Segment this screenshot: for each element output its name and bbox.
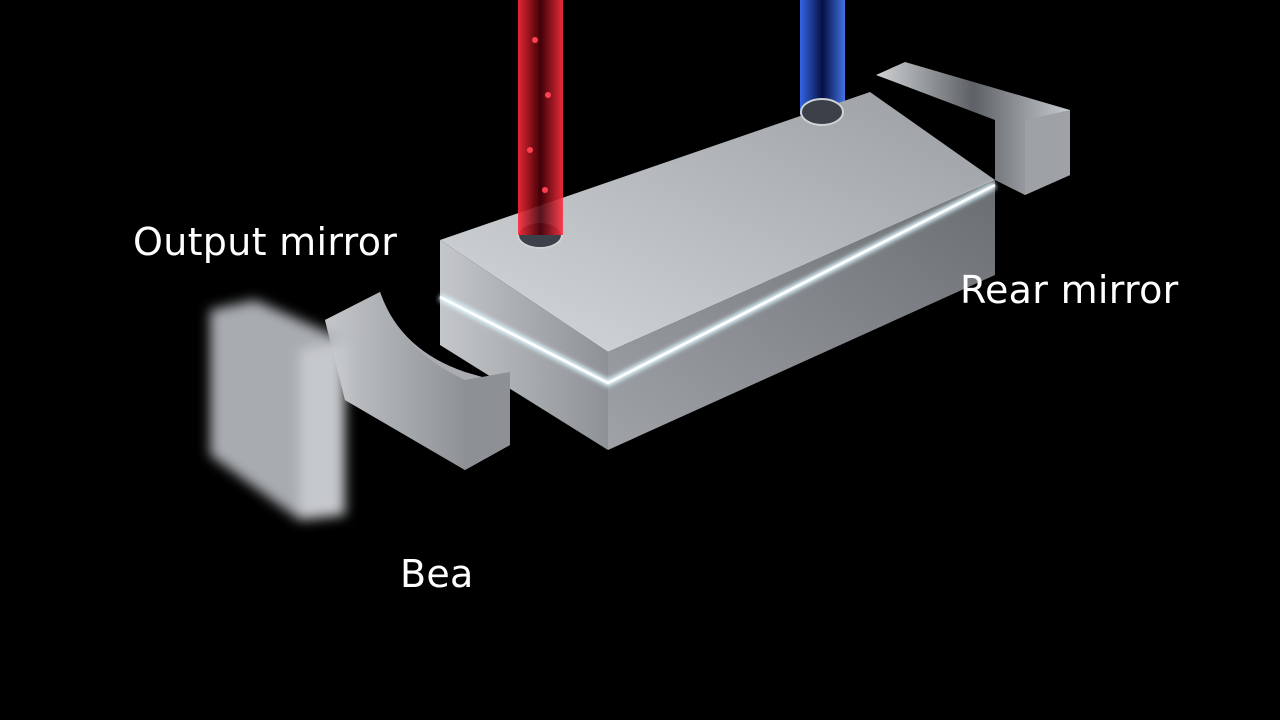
laser-slab <box>438 92 997 450</box>
rear-mirror <box>876 62 1070 195</box>
blue-gas-tube <box>800 0 845 115</box>
output-mirror-label: Output mirror <box>133 220 398 264</box>
red-gas-tube <box>518 0 563 235</box>
output-mirror <box>325 292 510 470</box>
beam-block-blurred <box>210 300 345 520</box>
rear-mirror-label: Rear mirror <box>960 268 1179 312</box>
beam-label: Bea <box>400 552 474 596</box>
blue-tube-port <box>800 98 844 126</box>
